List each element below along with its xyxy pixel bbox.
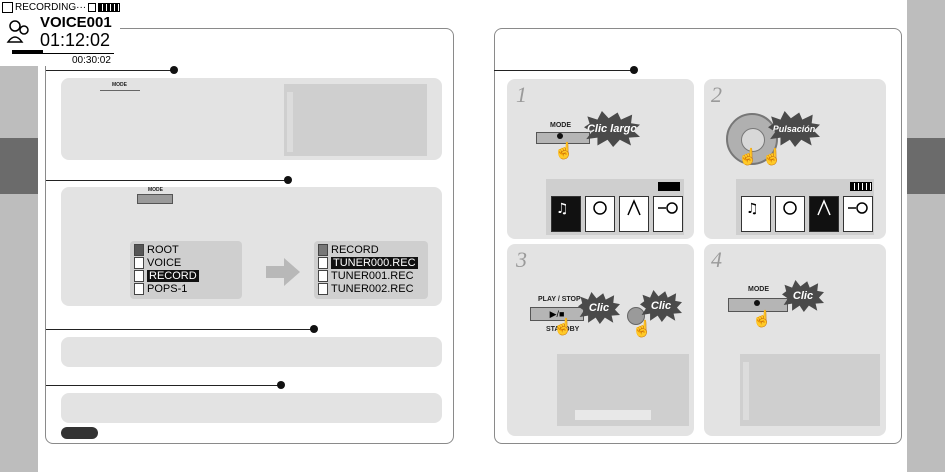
folder-row-root[interactable]: ROOT: [134, 243, 238, 256]
section-bullet-4: [277, 381, 285, 389]
section-box-3: [61, 337, 442, 367]
folder-icon: [134, 256, 144, 269]
jog-dial-center: [741, 128, 765, 152]
step-1-button-dot: [557, 133, 563, 139]
hand-pointer-icon: ☝: [632, 321, 652, 338]
file-icon: [318, 269, 328, 282]
music-mode-icon: ♫: [741, 196, 771, 232]
right-page-tab: [907, 138, 945, 194]
file-list-header: RECORD: [318, 243, 424, 256]
step-4-screen: [740, 354, 880, 426]
note-badge: [61, 427, 98, 439]
step-2-battery-icon: [850, 182, 872, 191]
remaining-time: 00:30:02: [72, 55, 111, 66]
step-4-screen-inner: [743, 362, 749, 420]
radio-mode-icon: [809, 196, 839, 232]
screen-placeholder-inner-1: [287, 92, 293, 152]
hand-pointer-icon: ☝: [554, 143, 574, 160]
folder-list: ROOT VOICE RECORD POPS-1: [130, 241, 242, 299]
step-1-battery-icon: [658, 182, 680, 191]
hand-pointer-icon: ☝: [762, 149, 782, 166]
folder-row-pops[interactable]: POPS-1: [134, 282, 238, 295]
file-list: RECORD TUNER000.REC TUNER001.REC TUNER00…: [314, 241, 428, 299]
step-4-button-dot: [754, 300, 760, 306]
mode-bar-1: [100, 90, 140, 91]
step-3-screen-bar: [575, 410, 651, 420]
play-stop-button[interactable]: ▶/■: [530, 307, 584, 321]
file-row-1[interactable]: TUNER001.REC: [318, 269, 424, 282]
step-3-button-label: PLAY / STOP: [538, 296, 581, 303]
mic-icon: [2, 1, 13, 13]
lock-icon: [88, 2, 97, 12]
voice-mode-icon: [775, 196, 805, 232]
step-2-number: 2: [711, 82, 722, 107]
folder-icon: [134, 243, 144, 256]
right-page-edge: [907, 0, 945, 472]
section-rule-4: [46, 385, 282, 386]
right-section-rule: [494, 70, 634, 71]
section-bullet-1: [170, 66, 178, 74]
progress-bar: [12, 50, 114, 54]
folder-row-record[interactable]: RECORD: [134, 269, 238, 282]
radio-mode-icon: [619, 196, 649, 232]
arrow-right-icon: [266, 258, 300, 286]
left-page-edge: [0, 0, 38, 472]
step-1-button-label: MODE: [550, 122, 571, 129]
settings-mode-icon: [843, 196, 873, 232]
step-3-sub-label: STANDBY: [546, 326, 580, 333]
mode-button-2[interactable]: [137, 194, 173, 204]
step-4-number: 4: [711, 247, 722, 272]
track-name: VOICE001: [40, 14, 112, 31]
svg-text:♫: ♫: [746, 201, 759, 217]
right-section-bullet: [630, 66, 638, 74]
voice-mode-icon: [585, 196, 615, 232]
voice-icon: [6, 18, 32, 44]
left-page-tab: [0, 138, 38, 194]
file-row-2[interactable]: TUNER002.REC: [318, 282, 424, 295]
battery-icon: [98, 2, 121, 12]
folder-icon: [134, 269, 144, 282]
mode-label-2: MODE: [148, 187, 163, 193]
svg-text:♫: ♫: [556, 201, 569, 217]
file-icon: [318, 282, 328, 295]
file-row-0[interactable]: TUNER000.REC: [318, 256, 424, 269]
screen-placeholder-1: [284, 84, 427, 156]
open-folder-icon: [318, 243, 328, 256]
music-mode-icon: ♫: [551, 196, 581, 232]
recording-status: RECORDING···: [2, 1, 121, 13]
hand-pointer-icon: ☝: [752, 311, 772, 328]
step-1-number: 1: [516, 82, 527, 107]
step-1-icon-row: ♫: [551, 196, 683, 232]
step-4-button-label: MODE: [748, 286, 769, 293]
section-rule-3: [46, 329, 314, 330]
section-rule-2: [46, 180, 288, 181]
record-button[interactable]: [627, 307, 645, 325]
step-3-number: 3: [516, 247, 527, 272]
section-bullet-3: [310, 325, 318, 333]
folder-icon: [134, 282, 144, 295]
section-rule-1: [46, 70, 174, 71]
section-bullet-2: [284, 176, 292, 184]
hand-pointer-icon: ☝: [738, 149, 758, 166]
elapsed-time: 01:12:02: [40, 30, 111, 50]
settings-mode-icon: [653, 196, 683, 232]
mode-label-1: MODE: [112, 82, 127, 88]
play-stop-icon: ▶/■: [549, 308, 565, 319]
file-icon: [318, 256, 328, 269]
section-box-4: [61, 393, 442, 423]
folder-row-voice[interactable]: VOICE: [134, 256, 238, 269]
hand-pointer-icon: ☝: [553, 319, 573, 336]
lcd-display: RECORDING··· VOICE001 01:12:02 00:30:02: [0, 0, 121, 66]
step-2-icon-row: ♫: [741, 196, 873, 232]
